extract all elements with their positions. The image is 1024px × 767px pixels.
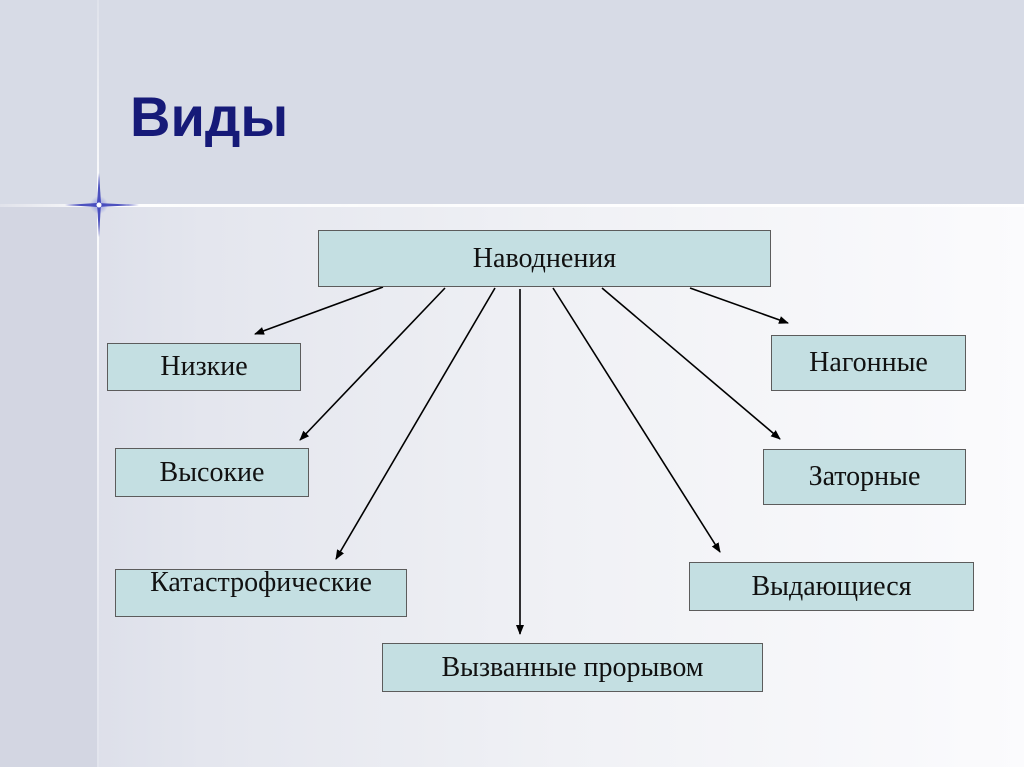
- node-vydayushchiesya-label: Выдающиеся: [751, 570, 912, 602]
- sparkle-star-icon: [65, 173, 139, 237]
- arrow-to-nizkie: [254, 286, 384, 335]
- left-band: [0, 204, 97, 767]
- decorative-vertical-line: [97, 0, 99, 767]
- node-nagonnye-label: Нагонные: [809, 347, 928, 378]
- node-zatornye-label: Заторные: [808, 461, 921, 492]
- page-title: Виды: [130, 85, 289, 148]
- node-vydayushchiesya: Выдающиеся: [689, 562, 974, 611]
- arrow-to-vysokie: [299, 287, 446, 441]
- arrow-to-vydayushchiesya: [552, 287, 721, 553]
- root-node-label: Наводнения: [472, 242, 617, 274]
- node-nizkie: Низкие: [107, 343, 301, 391]
- arrow-to-nagonnye: [689, 287, 789, 324]
- node-vyzvannye-proryvom: Вызванные прорывом: [382, 643, 763, 692]
- diagram-root-node: Наводнения: [318, 230, 771, 287]
- decorative-horizontal-line: [0, 204, 1024, 207]
- node-nagonnye: Нагонные: [771, 335, 966, 391]
- arrow-to-zatornye: [601, 287, 781, 440]
- node-katastroficheskie: Катастрофические: [115, 567, 407, 617]
- node-vysokie-label: Высокие: [159, 456, 265, 488]
- node-vyzvannye-label: Вызванные прорывом: [441, 651, 704, 683]
- node-zatornye: Заторные: [763, 449, 966, 505]
- node-vysokie: Высокие: [115, 448, 309, 497]
- header-band: [0, 0, 1024, 204]
- node-katastroficheskie-label: Катастрофические: [150, 567, 372, 598]
- arrow-to-katastroficheskie: [335, 287, 496, 560]
- node-nizkie-label: Низкие: [160, 351, 248, 382]
